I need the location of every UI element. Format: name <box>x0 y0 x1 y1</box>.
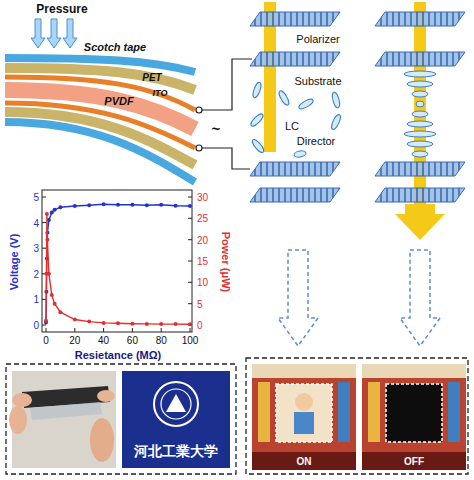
axis-tick: 5 <box>197 298 203 309</box>
lc-molecules <box>249 81 342 158</box>
axis-tick: 20 <box>197 234 208 245</box>
axis-tick: 80 <box>156 335 167 346</box>
wires <box>196 59 252 169</box>
layered-device <box>5 58 195 182</box>
part-label: LC <box>285 120 299 132</box>
force-label: Pressure <box>36 3 87 16</box>
power-curve <box>46 214 190 324</box>
axis-tick: 0 <box>43 335 49 346</box>
light-beams <box>264 2 445 240</box>
voltage-curve <box>46 204 190 322</box>
axis-title: Power (μW) <box>220 232 232 293</box>
layer-label: Scotch tape <box>84 41 146 53</box>
state-label: ON <box>297 456 312 467</box>
axis-title: Voltage (V) <box>8 234 20 291</box>
layer-label: PET <box>142 72 161 83</box>
axis-tick: 0 <box>197 319 203 330</box>
axis-tick: 25 <box>197 213 208 224</box>
axis-tick: 10 <box>197 277 208 288</box>
axis-tick: 15 <box>197 255 208 266</box>
state-label: OFF <box>404 456 424 467</box>
axis-tick: 5 <box>33 192 39 203</box>
axis-tick: 1 <box>33 294 39 305</box>
part-label: Polarizer <box>296 33 339 45</box>
lc-cell-plates <box>250 12 465 202</box>
logo-text: 河北工業大学 <box>134 444 218 459</box>
axis-tick: 40 <box>98 335 109 346</box>
axis-tick: 3 <box>33 243 39 254</box>
axis-tick: 60 <box>127 335 138 346</box>
ac-symbol: ~ <box>212 121 221 138</box>
part-label: Substrate <box>294 75 341 87</box>
pressure-arrows <box>31 19 77 48</box>
lc-helix <box>404 71 436 157</box>
dashed-arrows <box>278 250 440 346</box>
layer-label: PVDF <box>104 95 133 107</box>
axis-tick: 30 <box>197 192 208 203</box>
axis-tick: 100 <box>182 335 199 346</box>
axis-tick: 0 <box>33 320 39 331</box>
layer-label: ITO <box>153 89 168 99</box>
part-label: Director <box>297 135 336 147</box>
display-photos <box>246 358 468 474</box>
axis-tick: 20 <box>69 335 80 346</box>
axis-title: Resietance (MΩ) <box>75 349 161 361</box>
axis-tick: 2 <box>33 268 39 279</box>
axis-tick: 4 <box>33 217 39 228</box>
device-photos <box>6 364 236 474</box>
chart <box>42 190 192 332</box>
